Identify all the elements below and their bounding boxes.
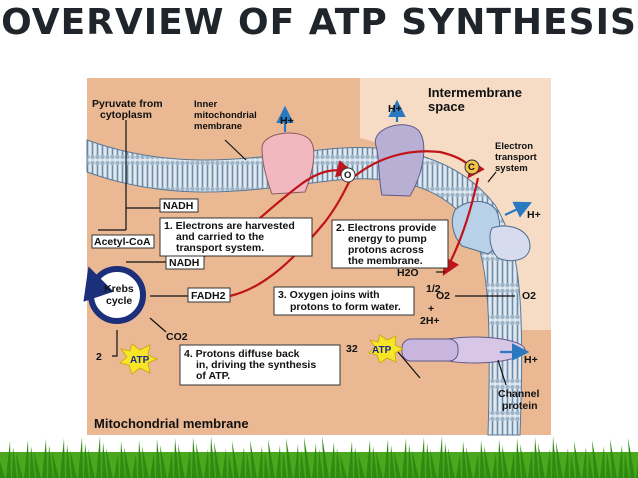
step2-line-2: energy to pump (348, 233, 427, 245)
atp-star-krebs (119, 343, 158, 375)
mitochondrial-membrane-label: Mitochondrial membrane (94, 416, 249, 431)
krebs-co2-line (149, 317, 167, 333)
o2-inline-label: O2 (436, 290, 450, 302)
step4-line-3: of ATP. (196, 370, 230, 382)
h-plus-4: H+ (524, 354, 538, 366)
oxygen-marker (340, 167, 356, 183)
etc-label-2: transport (495, 152, 538, 163)
page-title: OVERVIEW OF ATP SYNTHESIS (1, 2, 637, 43)
two-h-label: 2H+ (420, 315, 440, 327)
inner-membrane-pointer (224, 139, 247, 161)
atp-label-synthase: ATP (372, 345, 392, 356)
nadh-bottom-text: NADH (169, 257, 199, 269)
pump-complex-4 (489, 225, 531, 262)
step1-line-3: transport system. (176, 242, 264, 254)
step3-line-1: 3. Oxygen joins with (278, 289, 380, 301)
step1-box (159, 217, 313, 257)
step2-line-1: 2. Electrons provide (336, 222, 437, 234)
o-marker-text: O (344, 170, 351, 181)
o2-label: O2 (522, 290, 536, 302)
plus-label: + (428, 303, 434, 315)
inner-membrane (86, 139, 523, 436)
half-label: 1/2 (426, 283, 441, 295)
etc-pointer (487, 171, 497, 183)
nadh-box-top (159, 198, 199, 213)
channel-pointer (497, 359, 507, 386)
pump-complex-2 (374, 124, 425, 197)
atp-count-synthase: 32 (346, 343, 358, 355)
step4-box (179, 344, 341, 386)
etc-label-3: system (495, 163, 528, 174)
h2o-label: H2O (397, 267, 419, 279)
intermembrane-label-1: Intermembrane (428, 85, 522, 100)
step4-line-1: 4. Protons diffuse back (184, 348, 300, 360)
fadh2-box (187, 287, 231, 303)
channel-protein-label-1: Channel (498, 388, 540, 400)
inner-membrane-label-1: Inner (194, 99, 218, 110)
nadh-top-text: NADH (163, 200, 193, 212)
pyruvate-line (98, 120, 127, 231)
h-plus-2: H+ (388, 103, 402, 115)
acetylcoa-text: Acetyl-CoA (94, 236, 151, 248)
etc-label-1: Electron (495, 141, 533, 152)
step2-line-3: protons across (348, 244, 424, 256)
channel-protein-stalk (401, 338, 459, 362)
proton-arrow-3 (504, 201, 532, 218)
krebs-label-2: cycle (106, 295, 132, 307)
krebs-arrow (83, 266, 114, 302)
atp-count-krebs: 2 (96, 351, 102, 363)
step4-line-2: in, driving the synthesis (196, 359, 316, 371)
pyruvate-label-2: cytoplasm (100, 109, 152, 121)
step3-line-2: protons to form water. (290, 301, 401, 313)
atp-star-synthase (368, 334, 404, 364)
fadh2-text: FADH2 (191, 290, 226, 302)
intermembrane-label-2: space (428, 99, 465, 114)
atp-label-krebs: ATP (130, 355, 150, 366)
inner-membrane-label-3: membrane (194, 121, 242, 132)
step2-box (331, 219, 449, 269)
step1-line-2: and carried to the (176, 231, 264, 243)
c-marker-text: C (468, 162, 475, 173)
grass-decoration (0, 436, 638, 478)
h-plus-3: H+ (527, 209, 541, 221)
acetylcoa-box (91, 234, 155, 249)
synthase-atp-line (397, 351, 421, 379)
electron-path-to-oxygen (442, 177, 480, 276)
h-plus-1: H+ (280, 115, 294, 127)
step1-line-1: 1. Electrons are harvested (164, 220, 295, 232)
inner-membrane-label-2: mitochondrial (194, 110, 257, 121)
krebs-label-1: Krebs (104, 283, 134, 295)
channel-protein-label-2: protein (502, 400, 538, 412)
pyruvate-label-1: Pyruvate from (92, 98, 163, 110)
coq-marker (464, 159, 480, 175)
step3-box (273, 286, 415, 316)
pump-complex-1 (261, 132, 315, 195)
electron-path-fadh2 (229, 179, 351, 298)
krebs-atp-line (112, 330, 118, 357)
step2-line-4: the membrane. (348, 255, 423, 267)
co2-label: CO2 (166, 331, 188, 343)
